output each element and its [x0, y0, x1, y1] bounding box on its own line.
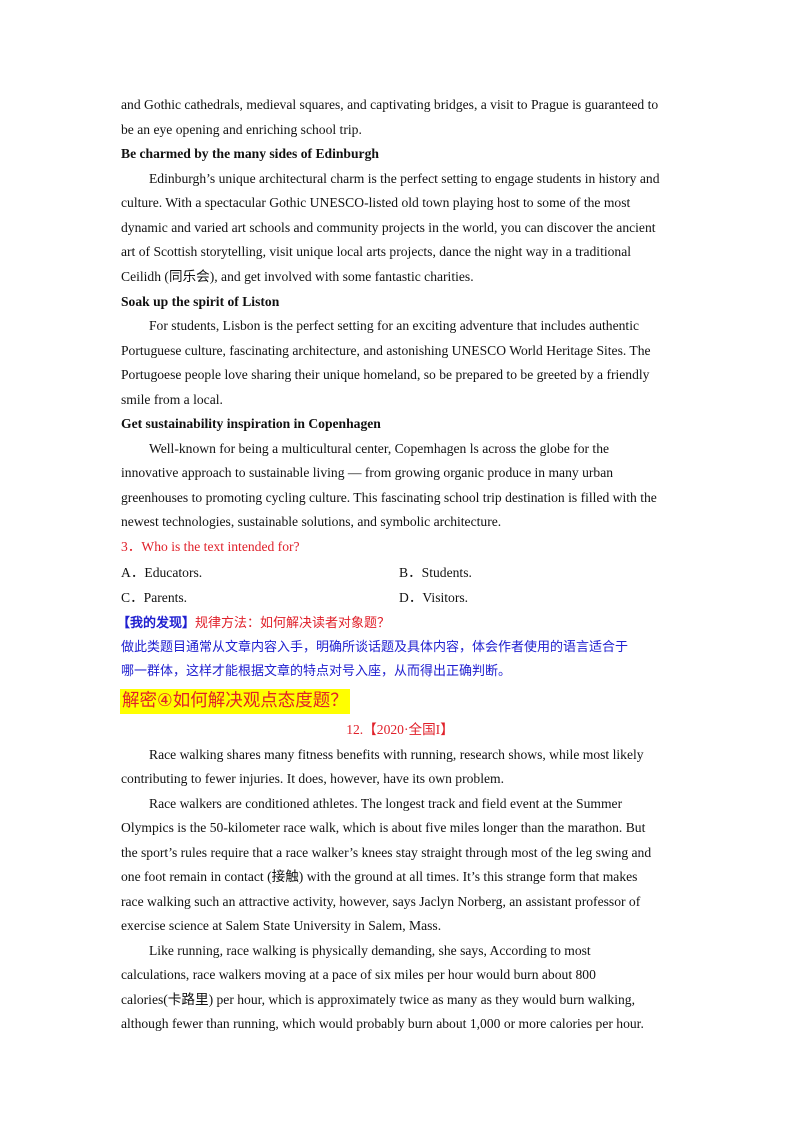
discovery-line-2: 做此类题目通常从文章内容入手，明确所谈话题及具体内容，体会作者使用的语言适合于 — [121, 640, 629, 655]
question-source: 12.【2020·全国I】 — [346, 722, 454, 737]
option-c: C．Parents. — [121, 590, 188, 605]
text-line: one foot remain in contact (接触) with the… — [121, 869, 638, 884]
text-line: Race walkers are conditioned athletes. T… — [149, 796, 623, 811]
section-heading-copenhagen: Get sustainability inspiration in Copenh… — [121, 416, 381, 431]
section-heading-liston: Soak up the spirit of Liston — [121, 294, 280, 309]
text-line: dynamic and varied art schools and commu… — [121, 220, 656, 235]
text-line: Race walking shares many fitness benefit… — [149, 747, 644, 762]
text-line: Portuguese culture, fascinating architec… — [121, 343, 651, 358]
text-line: Portugoese people love sharing their uni… — [121, 367, 650, 382]
discovery-line-3: 哪一群体，这样才能根据文章的特点对号入座，从而得出正确判断。 — [121, 664, 512, 679]
text-line: culture. With a spectacular Gothic UNESC… — [121, 195, 631, 210]
text-line: Like running, race walking is physically… — [149, 943, 591, 958]
text-line: Edinburgh’s unique architectural charm i… — [149, 171, 660, 186]
option-b: B．Students. — [399, 565, 472, 580]
text-line: For students, Lisbon is the perfect sett… — [149, 318, 639, 333]
option-d: D．Visitors. — [399, 590, 469, 605]
text-line: smile from a local. — [121, 392, 223, 407]
text-line: newest technologies, sustainable solutio… — [121, 514, 502, 529]
text-line: exercise science at Salem State Universi… — [121, 918, 442, 933]
text-line: although fewer than running, which would… — [121, 1016, 644, 1031]
text-line: be an eye opening and enriching school t… — [121, 122, 362, 137]
text-line: calculations, race walkers moving at a p… — [121, 967, 596, 982]
text-line: contributing to fewer injuries. It does,… — [121, 771, 505, 786]
text-line: and Gothic cathedrals, medieval squares,… — [121, 97, 659, 112]
text-line: the sport’s rules require that a race wa… — [121, 845, 652, 860]
option-a: A．Educators. — [121, 565, 203, 580]
text-line: Olympics is the 50-kilometer race walk, … — [121, 820, 646, 835]
text-line: Well-known for being a multicultural cen… — [149, 441, 610, 456]
discovery-line-1: 【我的发现】规律方法：如何解决读者对象题？ — [117, 615, 677, 632]
question-3: 3．Who is the text intended for? — [121, 539, 300, 554]
section-heading-edinburgh: Be charmed by the many sides of Edinburg… — [121, 146, 379, 161]
text-line: greenhouses to promoting cycling culture… — [121, 490, 657, 505]
discovery-method: 规律方法：如何解决读者对象题？ — [195, 616, 391, 631]
highlighted-section-heading: 解密④如何解决观点态度题？ — [120, 689, 350, 714]
text-line: race walking such an attractive activity… — [121, 894, 641, 909]
text-line: calories(卡路里) per hour, which is approxi… — [121, 992, 635, 1007]
text-line: innovative approach to sustainable livin… — [121, 465, 614, 480]
text-line: art of Scottish storytelling, visit uniq… — [121, 244, 632, 259]
text-line: Ceilidh (同乐会), and get involved with som… — [121, 269, 474, 284]
discovery-tag: 【我的发现】 — [117, 616, 196, 631]
